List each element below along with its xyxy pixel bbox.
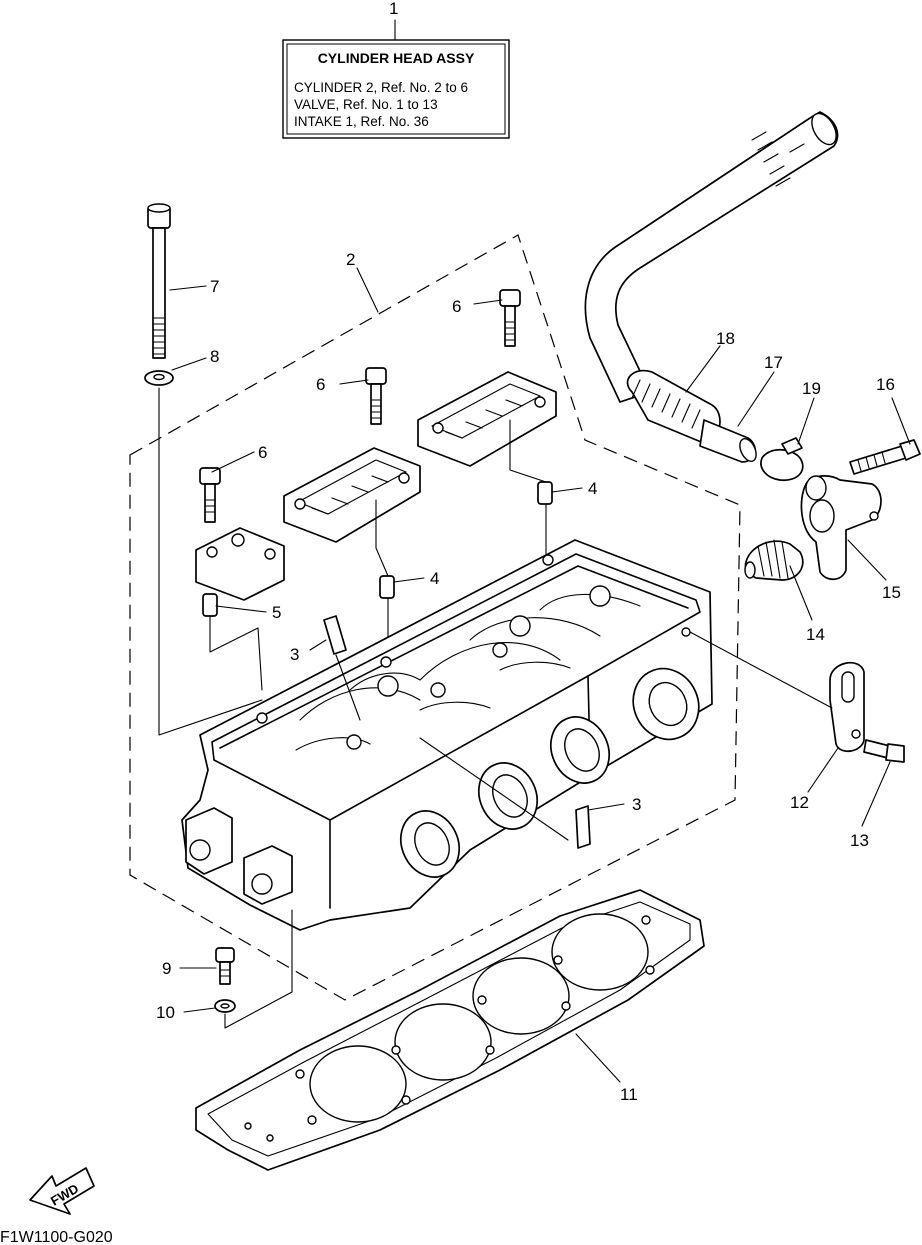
dowel-pin-4-right	[537, 481, 553, 505]
assembly-box-line-1: CYLINDER 2, Ref. No. 2 to 6	[294, 80, 468, 95]
callout-18: 18	[716, 329, 735, 348]
assembly-info-box: CYLINDER HEAD ASSY CYLINDER 2, Ref. No. …	[282, 19, 510, 139]
bolt-9	[215, 947, 235, 985]
plug-3-upper	[323, 615, 347, 655]
cam-cap-right	[417, 371, 557, 467]
dowel-pin-4-middle	[379, 575, 395, 599]
bolt-6-left	[199, 467, 221, 523]
bolt-16	[849, 439, 921, 475]
head-bolt-long	[147, 203, 171, 359]
callout-2: 2	[346, 250, 355, 269]
cam-cap-middle	[283, 447, 421, 543]
callout-4-middle: 4	[430, 569, 439, 588]
callout-9: 9	[162, 959, 171, 978]
callout-15: 15	[882, 583, 901, 602]
callout-4-right: 4	[588, 479, 597, 498]
assembly-dashed-outline	[129, 234, 741, 1001]
assembly-box-title: CYLINDER HEAD ASSY	[318, 50, 475, 66]
bolt-13	[863, 739, 905, 763]
callout-12: 12	[790, 793, 809, 812]
washer-8	[144, 370, 174, 386]
callout-7: 7	[210, 277, 219, 296]
cylinder-head	[181, 539, 713, 931]
callout-5: 5	[272, 603, 281, 622]
callout-1: 1	[389, 0, 398, 18]
bolt-6-middle	[365, 367, 387, 425]
callout-14: 14	[806, 625, 825, 644]
callout-10: 10	[156, 1003, 175, 1022]
plug-3-lower	[575, 805, 591, 849]
bolt-6-right	[499, 289, 521, 347]
callout-13: 13	[850, 831, 869, 850]
cam-cap-left	[195, 527, 285, 601]
water-joint	[800, 475, 882, 581]
callout-11: 11	[620, 1085, 638, 1104]
dowel-pin-5	[202, 593, 218, 617]
callout-8: 8	[210, 347, 219, 366]
assembly-box-line-2: VALVE, Ref. No. 1 to 13	[294, 97, 438, 112]
callout-6-left: 6	[258, 443, 267, 462]
hose-clamp	[760, 437, 804, 481]
callout-numbers: 1 2 7 8 6 6 6 4 4 5 3 3 9 10 11 12 13 14…	[156, 0, 901, 1104]
head-gasket	[195, 889, 705, 1171]
callout-19: 19	[802, 379, 821, 398]
forward-arrow: FWD	[29, 1167, 95, 1215]
callout-6-right: 6	[452, 297, 461, 316]
assembly-box-line-3: INTAKE 1, Ref. No. 36	[294, 114, 429, 129]
callout-17: 17	[764, 353, 783, 372]
callout-3-lower: 3	[632, 795, 641, 814]
bracket	[829, 661, 865, 753]
leader-lines	[169, 267, 911, 1083]
callout-16: 16	[876, 375, 895, 394]
callout-6-middle: 6	[316, 375, 325, 394]
diagram-code: F1W1100-G020	[0, 1229, 113, 1245]
water-hose	[584, 111, 839, 463]
washer-10	[214, 999, 236, 1013]
thermostat	[744, 539, 804, 581]
callout-3-upper: 3	[290, 645, 299, 664]
